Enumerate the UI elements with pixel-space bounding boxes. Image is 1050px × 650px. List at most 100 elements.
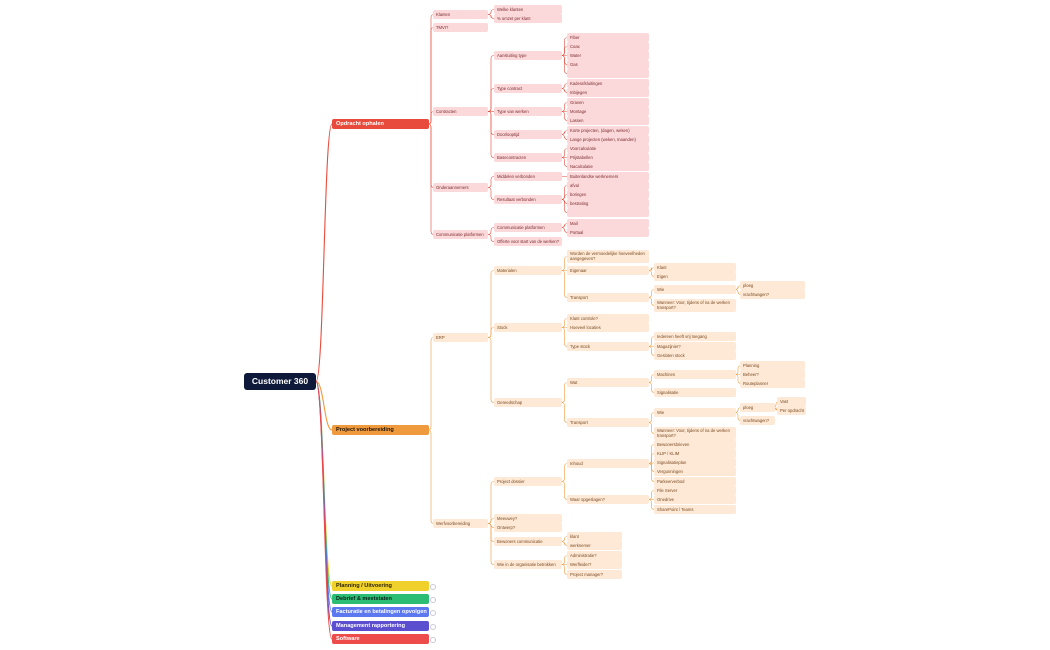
topic-node[interactable]: Routeplanner bbox=[740, 379, 805, 388]
topic-node[interactable]: Middelen verbonden bbox=[494, 172, 562, 181]
topic-node[interactable]: Project dossier bbox=[494, 477, 562, 486]
topic-node[interactable]: Worden de vermoedelijke hoeveelheden aan… bbox=[567, 250, 649, 263]
topic-node[interactable]: Machines bbox=[654, 370, 736, 379]
topic-node[interactable]: Mail bbox=[567, 219, 649, 228]
topic-node[interactable] bbox=[567, 69, 649, 78]
topic-node[interactable]: Gesloten stock bbox=[654, 351, 736, 360]
topic-node[interactable]: Lassen bbox=[567, 116, 649, 125]
branch-project-voorbereiding[interactable]: Project voorbereiding bbox=[332, 425, 429, 435]
topic-node[interactable]: Contracten bbox=[433, 107, 488, 116]
topic-node[interactable]: Nacalculatie bbox=[567, 162, 649, 171]
expand-dot-icon[interactable] bbox=[430, 597, 436, 603]
topic-node[interactable]: Onderaannemers bbox=[433, 183, 488, 192]
topic-node[interactable]: Magazijnier? bbox=[654, 342, 736, 351]
topic-node[interactable]: Prijstabellen bbox=[567, 153, 649, 162]
topic-node[interactable]: Wie bbox=[654, 285, 736, 294]
topic-node[interactable]: Type contract bbox=[494, 84, 562, 93]
root-node[interactable]: Customer 360 bbox=[244, 373, 316, 390]
topic-node[interactable]: Offerte voor start van de werken? bbox=[494, 237, 562, 246]
expand-dot-icon[interactable] bbox=[430, 610, 436, 616]
topic-node[interactable]: Hoeveel locaties bbox=[567, 323, 649, 332]
topic-node[interactable]: Werfvoorbereiding bbox=[433, 519, 488, 528]
topic-node[interactable]: Parkeerverbod bbox=[654, 477, 736, 486]
expand-dot-icon[interactable] bbox=[430, 624, 436, 630]
topic-node[interactable]: Materialen bbox=[494, 266, 562, 275]
topic-node[interactable]: Transport bbox=[567, 293, 649, 302]
topic-node[interactable]: Korte projecten, (dagen, weken) bbox=[567, 126, 649, 135]
expand-dot-icon[interactable] bbox=[430, 637, 436, 643]
topic-node[interactable]: Doorlooptijd bbox=[494, 130, 562, 139]
topic-node[interactable]: Iedereen heeft vrij toegang bbox=[654, 332, 736, 341]
topic-node[interactable]: Planning bbox=[740, 361, 805, 370]
topic-node[interactable]: Klant bbox=[654, 263, 736, 272]
topic-node[interactable]: Wie bbox=[654, 408, 736, 417]
topic-node[interactable]: boringen bbox=[567, 190, 649, 199]
topic-node[interactable]: werknemer bbox=[567, 541, 622, 550]
expand-dot-icon[interactable] bbox=[430, 584, 436, 590]
topic-node[interactable]: afval bbox=[567, 181, 649, 190]
branch-planning-uitvoering[interactable]: Planning / Uitvoering bbox=[332, 581, 429, 591]
topic-node[interactable]: Wie in de organisatie betrokken bbox=[494, 560, 562, 569]
topic-node[interactable]: Klanten bbox=[433, 10, 488, 19]
topic-node[interactable]: ERP bbox=[433, 333, 488, 342]
topic-node[interactable]: Beheer? bbox=[740, 370, 805, 379]
branch-debrief-meetstaten[interactable]: Debrief & meetstaten bbox=[332, 594, 429, 604]
topic-node[interactable]: Wanneer: Voor, tijdens of na de werken t… bbox=[654, 427, 736, 440]
topic-node[interactable]: Basecontracten bbox=[494, 153, 562, 162]
topic-node[interactable]: Vast bbox=[777, 397, 806, 406]
topic-node[interactable]: % omzet per klant bbox=[494, 14, 562, 23]
topic-node[interactable]: Kaderafsluitingen bbox=[567, 79, 649, 88]
topic-node[interactable]: Administratie? bbox=[567, 551, 622, 560]
topic-node[interactable]: File Server bbox=[654, 486, 736, 495]
topic-node[interactable] bbox=[567, 208, 649, 217]
branch-software[interactable]: Software bbox=[332, 634, 429, 644]
topic-node[interactable]: Welke klanten bbox=[494, 5, 562, 14]
topic-node[interactable]: Lange projecten (weken, maanden) bbox=[567, 135, 649, 144]
topic-node[interactable]: Inhoud bbox=[567, 459, 649, 468]
topic-node[interactable]: Wat bbox=[567, 378, 649, 387]
topic-node[interactable]: Type van werken bbox=[494, 107, 562, 116]
topic-node[interactable]: Aansluiting type bbox=[494, 51, 562, 60]
branch-facturatie[interactable]: Facturatie en betalingen opvolgen bbox=[332, 607, 429, 617]
topic-node[interactable]: TMVI? bbox=[433, 23, 488, 32]
topic-node[interactable]: vrachtwagen? bbox=[740, 290, 805, 299]
topic-node[interactable]: Resultaat verbonden bbox=[494, 195, 562, 204]
topic-node[interactable]: Eigenaar bbox=[567, 266, 649, 275]
topic-node[interactable]: Communicatie platformen bbox=[433, 230, 488, 239]
topic-node[interactable]: Gereedschap bbox=[494, 398, 562, 407]
topic-node[interactable]: Communicatie platformen bbox=[494, 223, 562, 232]
topic-node[interactable]: Meeuwey? bbox=[494, 514, 562, 523]
topic-node[interactable]: Waar opgeslagen? bbox=[567, 495, 649, 504]
topic-node[interactable]: ploeg bbox=[740, 281, 805, 290]
topic-node[interactable]: Type stock bbox=[567, 342, 649, 351]
topic-node[interactable]: Stock bbox=[494, 323, 562, 332]
topic-node[interactable]: Vergunningen bbox=[654, 467, 736, 476]
topic-node[interactable]: Inbijegen bbox=[567, 88, 649, 97]
topic-node[interactable]: Buitenlandse werknemers bbox=[567, 172, 649, 181]
topic-node[interactable]: Project manager? bbox=[567, 570, 622, 579]
topic-node[interactable]: Eigen bbox=[654, 272, 736, 281]
topic-node[interactable]: Transport bbox=[567, 418, 649, 427]
topic-node[interactable]: Bewonersbrieven bbox=[654, 440, 736, 449]
topic-node[interactable]: SharePoint / Teams bbox=[654, 505, 736, 514]
topic-node[interactable]: Montage bbox=[567, 107, 649, 116]
topic-node[interactable]: vrachtwagen? bbox=[740, 416, 775, 425]
topic-node[interactable]: Wanneer: Voor, tijdens of na de werken t… bbox=[654, 299, 736, 312]
topic-node[interactable]: Bewoners communicatie bbox=[494, 537, 562, 546]
topic-node[interactable]: Klant controle? bbox=[567, 314, 649, 323]
topic-node[interactable]: Ontwerp? bbox=[494, 523, 562, 532]
topic-node[interactable]: klant bbox=[567, 532, 622, 541]
branch-management-rapportering[interactable]: Management rapportering bbox=[332, 621, 429, 631]
topic-node[interactable]: ploeg bbox=[740, 403, 775, 412]
topic-node[interactable]: Signalisatieplan bbox=[654, 458, 736, 467]
topic-node[interactable]: Water bbox=[567, 51, 649, 60]
topic-node[interactable]: Fiber bbox=[567, 33, 649, 42]
topic-node[interactable]: Signalisatie bbox=[654, 388, 736, 397]
topic-node[interactable]: Coax bbox=[567, 42, 649, 51]
topic-node[interactable]: Onedrive bbox=[654, 495, 736, 504]
topic-node[interactable]: Per opdracht bbox=[777, 406, 806, 415]
topic-node[interactable]: Gas bbox=[567, 60, 649, 69]
topic-node[interactable]: KLIP / KLIM bbox=[654, 449, 736, 458]
branch-opdracht-ophalen[interactable]: Opdracht ophalen bbox=[332, 119, 429, 129]
